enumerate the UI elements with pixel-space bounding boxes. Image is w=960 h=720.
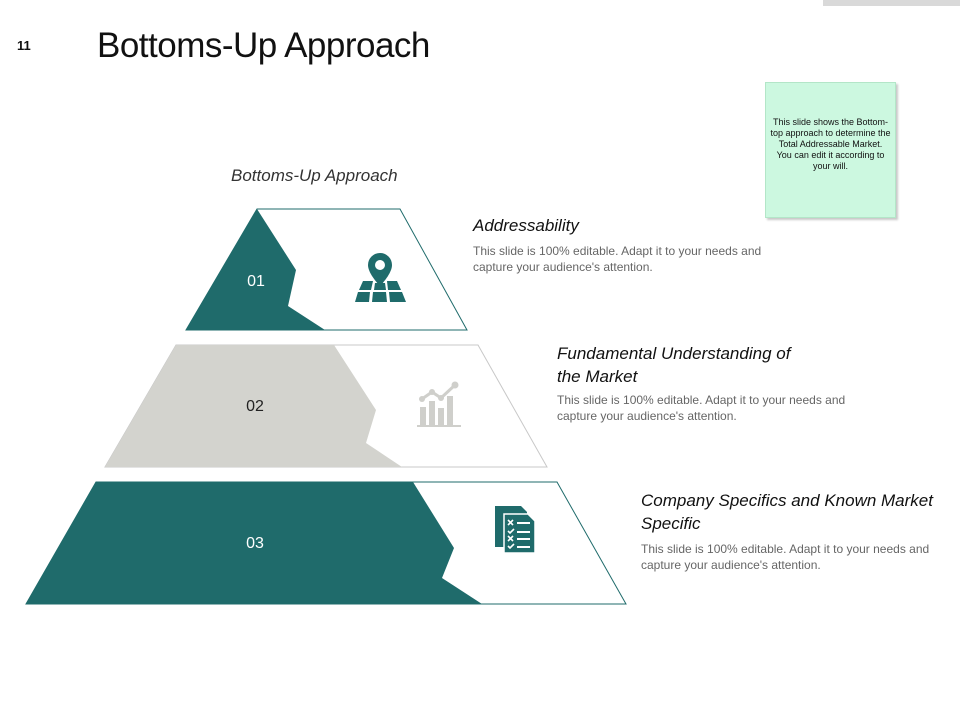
level-2-fill bbox=[105, 345, 402, 467]
level-3-title: Company Specifics and Known Market Speci… bbox=[641, 491, 933, 533]
pyramid-level-3[interactable]: 03 bbox=[25, 481, 627, 605]
level-3-description: This slide is 100% editable. Adapt it to… bbox=[641, 542, 930, 572]
map-pin-icon bbox=[355, 253, 406, 302]
level-1-description: This slide is 100% editable. Adapt it to… bbox=[473, 244, 762, 274]
level-1-title: Addressability bbox=[473, 216, 579, 235]
pyramid-level-2[interactable]: 02 bbox=[104, 344, 548, 468]
level-1-fill bbox=[186, 209, 325, 330]
level-2-title: Fundamental Understanding of the Market bbox=[557, 344, 791, 386]
growth-chart-icon bbox=[417, 381, 461, 427]
level-2-description: This slide is 100% editable. Adapt it to… bbox=[557, 393, 846, 423]
slide-number: 11 bbox=[17, 38, 31, 53]
pyramid-level-1[interactable]: 01 bbox=[185, 208, 468, 331]
level-3-number: 03 bbox=[246, 535, 264, 552]
level-2-number: 02 bbox=[246, 398, 264, 415]
checklist-document-icon bbox=[495, 506, 536, 554]
top-decor-strip bbox=[823, 0, 960, 6]
level-1-number: 01 bbox=[247, 273, 265, 290]
level-3-fill bbox=[26, 482, 482, 604]
sticky-note-text: This slide shows the Bottom-top approach… bbox=[770, 117, 891, 171]
sticky-note[interactable]: This slide shows the Bottom-top approach… bbox=[765, 82, 896, 218]
slide-title: Bottoms-Up Approach bbox=[97, 26, 430, 65]
pyramid-title: Bottoms-Up Approach bbox=[231, 166, 398, 185]
